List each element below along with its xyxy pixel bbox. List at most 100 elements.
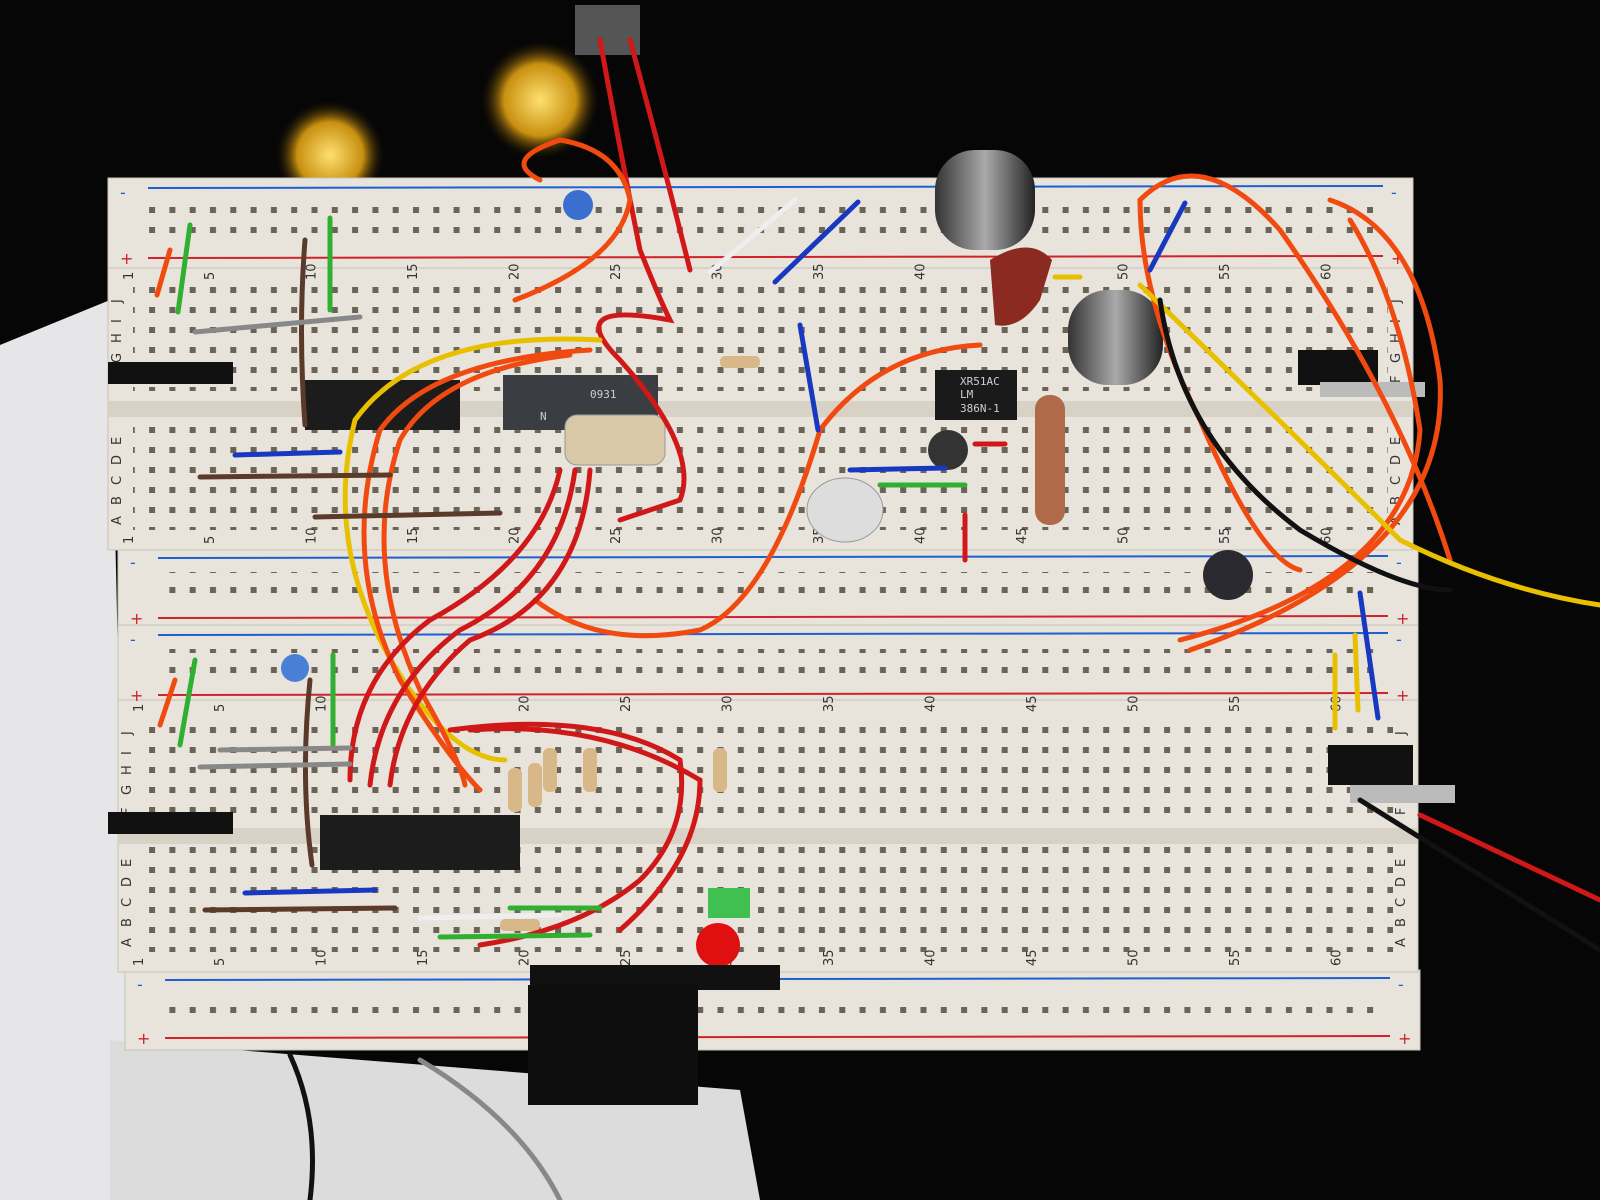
column-number: 15 — [416, 949, 431, 966]
row-letter: D — [1394, 877, 1409, 887]
rail-holes — [158, 572, 1378, 606]
row-letter: F — [120, 808, 135, 815]
wire-orange-jumper — [1187, 197, 1443, 653]
ic-chip-lm386 — [935, 370, 1017, 420]
wire-blue-jumper — [772, 199, 861, 285]
column-number: 20 — [518, 949, 533, 966]
rail-line-positive — [147, 255, 1384, 259]
column-number: 1 — [132, 704, 147, 712]
center-channel — [118, 828, 1418, 844]
rail-plus-sign: + — [1398, 1029, 1411, 1048]
row-letter: G — [110, 353, 125, 363]
green-led — [708, 888, 750, 918]
rail-minus-sign: - — [130, 553, 136, 572]
column-number: 20 — [518, 695, 533, 712]
column-number: 25 — [619, 695, 634, 712]
column-number: 15 — [406, 527, 421, 544]
row-letter: I — [120, 751, 135, 755]
rail-line-positive — [157, 692, 1389, 696]
capacitor-large — [1068, 290, 1163, 385]
column-number: 30 — [711, 527, 726, 544]
row-letter: G — [1389, 353, 1404, 363]
wire-red-jumper — [387, 467, 593, 788]
wire-red-jumper — [596, 37, 687, 523]
lm386-marking-2: LM — [960, 388, 974, 401]
row-letter: B — [120, 918, 135, 927]
column-number: 40 — [914, 527, 929, 544]
wire-green-jumper — [437, 932, 593, 940]
column-number: 40 — [924, 949, 939, 966]
piezo-buzzer — [806, 477, 884, 543]
row-letter: C — [1394, 898, 1409, 907]
wire-orange-jumper — [532, 342, 983, 639]
capacitor-large — [935, 150, 1035, 250]
row-letter: H — [1389, 333, 1404, 343]
column-number: 55 — [1218, 263, 1233, 280]
wire-green-jumper — [177, 657, 198, 748]
column-number: 40 — [914, 263, 929, 280]
column-number: 35 — [822, 949, 837, 966]
wire-orange-jumper — [361, 347, 593, 793]
pin-header-upper — [108, 362, 233, 384]
row-letter: C — [1389, 476, 1404, 485]
rail-minus-sign: - — [1396, 553, 1402, 572]
wire-orange-jumper — [1177, 217, 1423, 643]
rail-plus-sign: + — [130, 686, 143, 705]
wire-blue-jumper — [847, 465, 948, 473]
rail-line-positive — [157, 615, 1389, 619]
film-capacitor — [990, 247, 1052, 326]
column-number: 5 — [203, 272, 218, 280]
wire-black-jumper — [1357, 797, 1600, 953]
rail-plus-sign: + — [1396, 609, 1409, 628]
column-number: 25 — [609, 263, 624, 280]
row-letter: H — [110, 333, 125, 343]
wire-blue-jumper — [242, 887, 378, 896]
voltage-regulator — [1328, 745, 1413, 785]
wire-white-jumper — [417, 912, 563, 921]
column-number: 10 — [315, 695, 330, 712]
wire-red-jumper — [447, 721, 685, 948]
column-number: 35 — [812, 263, 827, 280]
column-number: 45 — [1015, 527, 1030, 544]
ic-chip-lower — [320, 815, 520, 870]
rail-plus-sign: + — [1396, 686, 1409, 705]
wire-blue-jumper — [1147, 200, 1188, 273]
upper-chip-marking: 0931 — [590, 388, 617, 401]
column-number: 50 — [1117, 263, 1132, 280]
wire-grey-jumper — [197, 761, 353, 770]
regulator-tab — [1350, 785, 1455, 803]
row-letter: F — [1389, 376, 1404, 383]
resistor — [720, 356, 760, 368]
column-number: 45 — [1025, 949, 1040, 966]
row-letter: A — [110, 516, 125, 525]
wire-orange-jumper — [381, 352, 573, 788]
rail-minus-sign: - — [120, 183, 126, 202]
column-number: 10 — [305, 527, 320, 544]
column-number: 25 — [609, 527, 624, 544]
row-letter: D — [120, 877, 135, 887]
holes-upper — [133, 286, 1388, 391]
column-number: 25 — [619, 949, 634, 966]
wire-yellow-jumper — [1352, 632, 1361, 713]
row-letter: B — [1394, 918, 1409, 927]
connector-housing — [528, 985, 698, 1105]
wire-red-jumper — [467, 726, 703, 933]
column-number: 10 — [305, 263, 320, 280]
wire-blue-jumper — [797, 322, 821, 433]
rail-line-negative — [147, 185, 1384, 189]
capacitor-small — [1203, 550, 1253, 600]
rail-minus-sign: - — [1398, 975, 1404, 994]
rail-minus-sign: - — [130, 630, 136, 649]
column-number: 45 — [1025, 695, 1040, 712]
column-number: 10 — [315, 949, 330, 966]
red-led — [696, 923, 740, 967]
rail-plus-sign: + — [120, 249, 133, 268]
lm386-marking: XR51AC — [960, 375, 1000, 388]
column-number: 20 — [508, 263, 523, 280]
wire-black-jumper — [1157, 297, 1453, 593]
regulator-tab — [1320, 382, 1425, 397]
wire-orange-jumper — [1137, 173, 1453, 573]
lm386-marking-3: 386N-1 — [960, 402, 1000, 415]
pin-header-lower — [108, 812, 233, 834]
